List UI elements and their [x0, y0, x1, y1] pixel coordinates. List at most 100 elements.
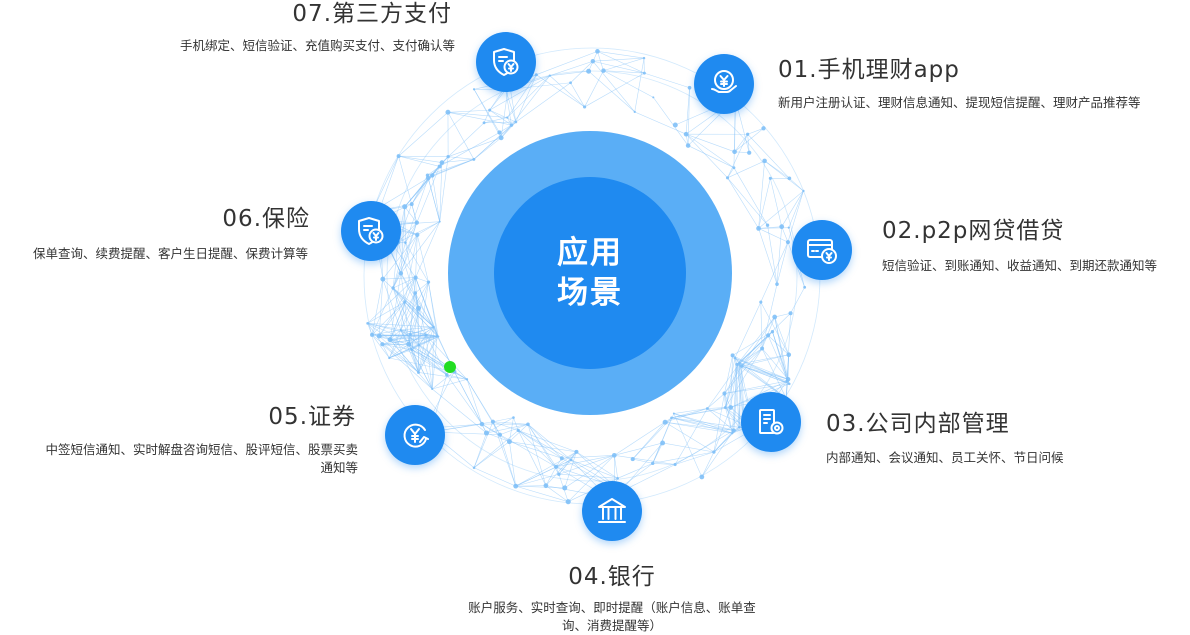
network-link: [447, 109, 490, 113]
network-link: [404, 206, 418, 223]
highlight-dot: [444, 361, 456, 373]
network-link: [454, 371, 468, 380]
item-title-06: 06.保险: [222, 206, 310, 232]
network-node: [768, 176, 772, 180]
network-link: [671, 417, 733, 434]
network-node: [445, 373, 449, 377]
network-link: [685, 133, 728, 179]
network-node: [403, 300, 407, 304]
network-link: [518, 430, 562, 459]
network-link: [515, 82, 571, 123]
network-link: [767, 335, 789, 355]
network-link: [592, 61, 635, 113]
card-coin-icon[interactable]: [792, 220, 852, 280]
network-link: [736, 316, 775, 365]
network-node: [391, 286, 395, 290]
network-link: [400, 329, 438, 337]
network-link: [500, 121, 517, 139]
network-link: [411, 349, 447, 376]
network-link: [466, 379, 483, 425]
network-node: [410, 348, 414, 352]
network-node: [417, 343, 421, 347]
network-node: [482, 121, 486, 125]
network-link: [570, 82, 585, 108]
network-link: [427, 166, 440, 176]
item-title-07: 07.第三方支付: [292, 1, 452, 27]
network-link: [761, 348, 789, 380]
network-link: [446, 374, 468, 380]
network-link: [652, 413, 675, 464]
network-node: [765, 223, 770, 227]
network-link: [371, 279, 384, 335]
network-node: [514, 120, 518, 124]
network-node: [787, 226, 790, 229]
network-link: [790, 287, 805, 314]
network-link: [732, 331, 773, 356]
network-link: [509, 441, 562, 459]
network-link: [505, 89, 512, 126]
network-link: [527, 424, 560, 475]
network-node: [739, 364, 744, 368]
network-link: [673, 413, 703, 478]
item-desc-04: 账户服务、实时查询、即时提醒（账户信息、账单查询、消费提醒等）: [468, 600, 756, 633]
building-gear-icon[interactable]: [741, 392, 801, 452]
network-link: [484, 117, 508, 124]
network-node: [788, 382, 791, 386]
network-link: [701, 430, 734, 478]
network-link: [527, 424, 547, 486]
network-link: [400, 206, 406, 274]
network-node: [516, 428, 520, 433]
network-link: [398, 112, 449, 157]
network-link: [509, 424, 529, 442]
network-link: [527, 424, 563, 459]
bank-icon[interactable]: [582, 481, 642, 541]
network-link: [725, 407, 733, 434]
network-link: [400, 273, 406, 303]
network-link: [382, 343, 412, 350]
network-link: [652, 451, 714, 464]
network-link: [776, 242, 789, 285]
network-link: [584, 70, 604, 108]
network-link: [614, 455, 618, 479]
network-link: [561, 455, 615, 459]
network-link: [398, 155, 449, 158]
network-node: [746, 132, 750, 136]
network-link: [739, 363, 789, 380]
network-link: [767, 335, 790, 384]
shield-coin-icon[interactable]: [341, 201, 401, 261]
coin-trend-icon[interactable]: [385, 405, 445, 465]
network-link: [747, 134, 750, 153]
network-link: [382, 278, 434, 328]
network-link: [400, 326, 434, 331]
network-link: [736, 364, 790, 385]
network-node: [725, 176, 730, 180]
network-node: [417, 371, 420, 374]
network-link: [499, 124, 512, 133]
network-link: [427, 175, 441, 222]
network-link: [499, 434, 517, 487]
network-link: [448, 156, 474, 160]
coin-hand-icon[interactable]: [694, 54, 754, 114]
network-link: [774, 312, 791, 318]
network-link: [428, 282, 438, 336]
network-node: [731, 431, 734, 435]
network-link: [727, 177, 759, 229]
network-node: [399, 328, 402, 332]
network-node: [732, 166, 736, 170]
shield-coin-icon[interactable]: [476, 32, 536, 92]
network-node: [497, 432, 503, 437]
network-link: [603, 57, 645, 71]
network-node: [732, 149, 737, 155]
network-link: [564, 451, 577, 489]
network-link: [758, 228, 778, 285]
network-link: [416, 166, 440, 223]
network-link: [389, 308, 419, 359]
network-node: [662, 419, 668, 425]
network-link: [425, 334, 448, 375]
network-node: [431, 387, 434, 391]
network-link: [371, 329, 401, 336]
network-link: [653, 97, 689, 146]
network-node: [376, 333, 382, 339]
network-link: [427, 159, 474, 176]
